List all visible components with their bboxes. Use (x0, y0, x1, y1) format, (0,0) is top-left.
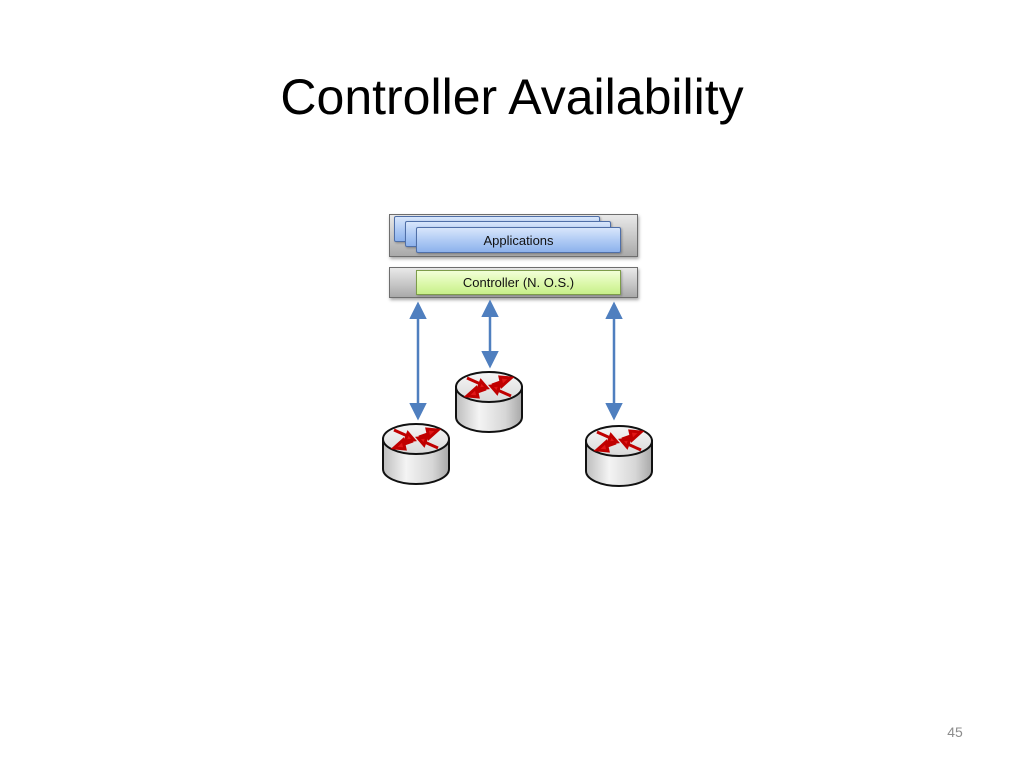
controller-box: Controller (N. O.S.) (416, 270, 621, 295)
application-card-front: Applications (416, 227, 621, 253)
controller-label: Controller (N. O.S.) (462, 275, 575, 290)
router-icon (455, 371, 523, 433)
applications-label: Applications (483, 232, 554, 248)
router-icon (382, 423, 450, 485)
slide-number: 45 (947, 724, 963, 740)
slide-title: Controller Availability (280, 69, 744, 125)
router-icon (585, 425, 653, 487)
